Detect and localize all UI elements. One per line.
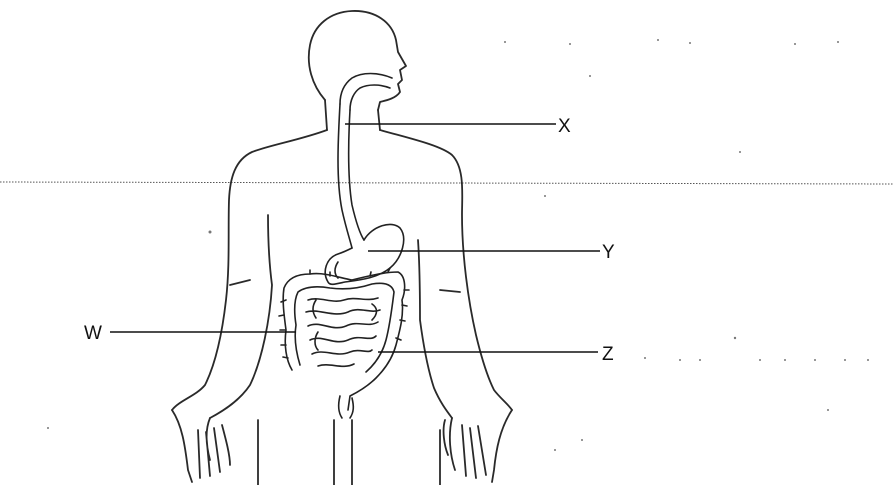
right-hand [444, 410, 512, 482]
scan-artifact-line [0, 182, 893, 184]
digestive-organs [279, 74, 409, 419]
left-elbow-crease [230, 280, 250, 285]
body-outline [172, 11, 512, 485]
neck-right [378, 110, 380, 130]
stomach [325, 224, 403, 284]
leg-gap [334, 420, 352, 485]
label-w: W [84, 323, 102, 344]
large-intestine-inner [295, 283, 394, 372]
neck-left [325, 100, 327, 130]
small-intestine [306, 298, 380, 366]
label-y-group: Y [368, 242, 615, 263]
right-torso-side [418, 240, 452, 418]
pharynx-inner [350, 85, 390, 110]
left-hand [172, 410, 230, 482]
right-elbow-crease [440, 290, 460, 292]
label-z-group: Z [378, 344, 614, 365]
pharynx [340, 74, 392, 105]
scan-specks [47, 39, 869, 451]
label-y: Y [602, 242, 615, 263]
rectum [339, 396, 354, 418]
label-x: X [558, 116, 571, 137]
left-torso-side [210, 215, 272, 418]
left-arm-outer [172, 130, 327, 410]
oesophagus-right-wall [349, 110, 364, 240]
label-z: Z [602, 344, 614, 365]
head-outline [309, 11, 406, 110]
right-arm-outer [380, 130, 512, 410]
